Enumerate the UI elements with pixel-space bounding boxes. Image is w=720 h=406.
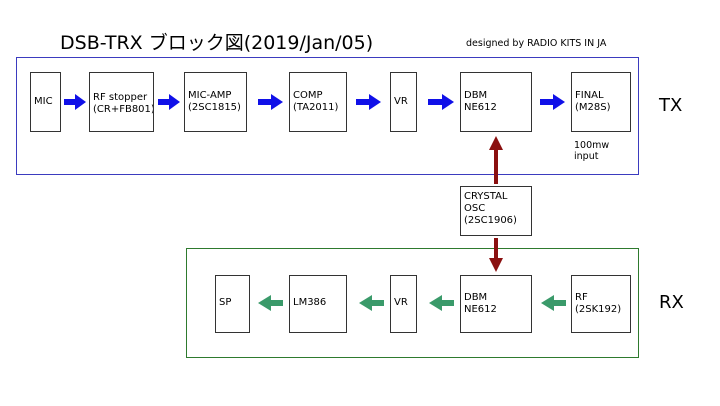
rx-vr-block: VR [390, 275, 417, 333]
arrow-dbm-to-vr [429, 295, 454, 311]
tx-vr-label: VR [394, 96, 408, 107]
tx-vr-block: VR [390, 72, 417, 132]
final-note-power: 100mw [574, 140, 610, 151]
comp-part: (TA2011) [293, 102, 339, 113]
sp-label: SP [219, 297, 232, 308]
arrow-rf-to-dbm [541, 295, 566, 311]
final-note-input: input [574, 151, 599, 162]
comp-label: COMP [293, 90, 323, 101]
rx-rf-part: (2SK192) [575, 304, 622, 315]
rx-rf-label: RF [575, 292, 588, 303]
arrow-comp-to-vr [356, 94, 381, 110]
rx-dbm-part: NE612 [464, 304, 497, 315]
tx-dbm-part: NE612 [464, 102, 497, 113]
final-part: (M28S) [575, 102, 611, 113]
final-block: FINAL (M28S) [571, 72, 631, 132]
osc-part: (2SC1906) [464, 215, 517, 226]
sp-block: SP [215, 275, 250, 333]
lm386-block: LM386 [289, 275, 347, 333]
arrow-rfstopper-to-micamp [158, 94, 180, 110]
mic-amp-part: (2SC1815) [188, 102, 241, 113]
arrow-osc-to-tx-dbm [489, 136, 503, 184]
mic-amp-label: MIC-AMP [188, 90, 232, 101]
final-label: FINAL [575, 90, 604, 101]
final-input-note: 100mw input [574, 140, 609, 162]
rf-stopper-part: (CR+FB801) [93, 104, 154, 115]
comp-block: COMP (TA2011) [289, 72, 347, 132]
designer-credit: designed by RADIO KITS IN JA [466, 38, 607, 49]
arrow-dbm-to-final [540, 94, 565, 110]
mic-amp-block: MIC-AMP (2SC1815) [184, 72, 247, 132]
rx-group-frame [186, 248, 639, 358]
arrow-lm386-to-sp [258, 295, 283, 311]
rf-stopper-label: RF stopper [93, 92, 148, 103]
rx-dbm-label: DBM [464, 292, 488, 303]
tx-group-frame [16, 57, 639, 175]
crystal-osc-block: CRYSTAL OSC (2SC1906) [460, 186, 532, 236]
arrow-vr-to-lm386 [359, 295, 384, 311]
rx-group-label: RX [659, 292, 684, 313]
arrow-vr-to-dbm [428, 94, 454, 110]
rx-vr-label: VR [394, 297, 408, 308]
tx-dbm-label: DBM [464, 90, 488, 101]
arrow-micamp-to-comp [258, 94, 283, 110]
tx-dbm-block: DBM NE612 [460, 72, 532, 132]
lm386-label: LM386 [293, 297, 327, 308]
arrow-osc-to-rx-dbm [489, 238, 503, 272]
rx-rf-block: RF (2SK192) [571, 275, 631, 333]
mic-block: MIC [30, 72, 61, 132]
mic-label: MIC [34, 96, 53, 107]
osc-label: CRYSTAL [464, 191, 508, 202]
rx-dbm-block: DBM NE612 [460, 275, 532, 333]
osc-label-2: OSC [464, 203, 486, 214]
arrow-mic-to-rfstopper [64, 94, 86, 110]
rf-stopper-block: RF stopper (CR+FB801) [89, 72, 154, 132]
diagram-title: DSB-TRX ブロック図(2019/Jan/05) [60, 32, 374, 54]
tx-group-label: TX [659, 95, 683, 116]
